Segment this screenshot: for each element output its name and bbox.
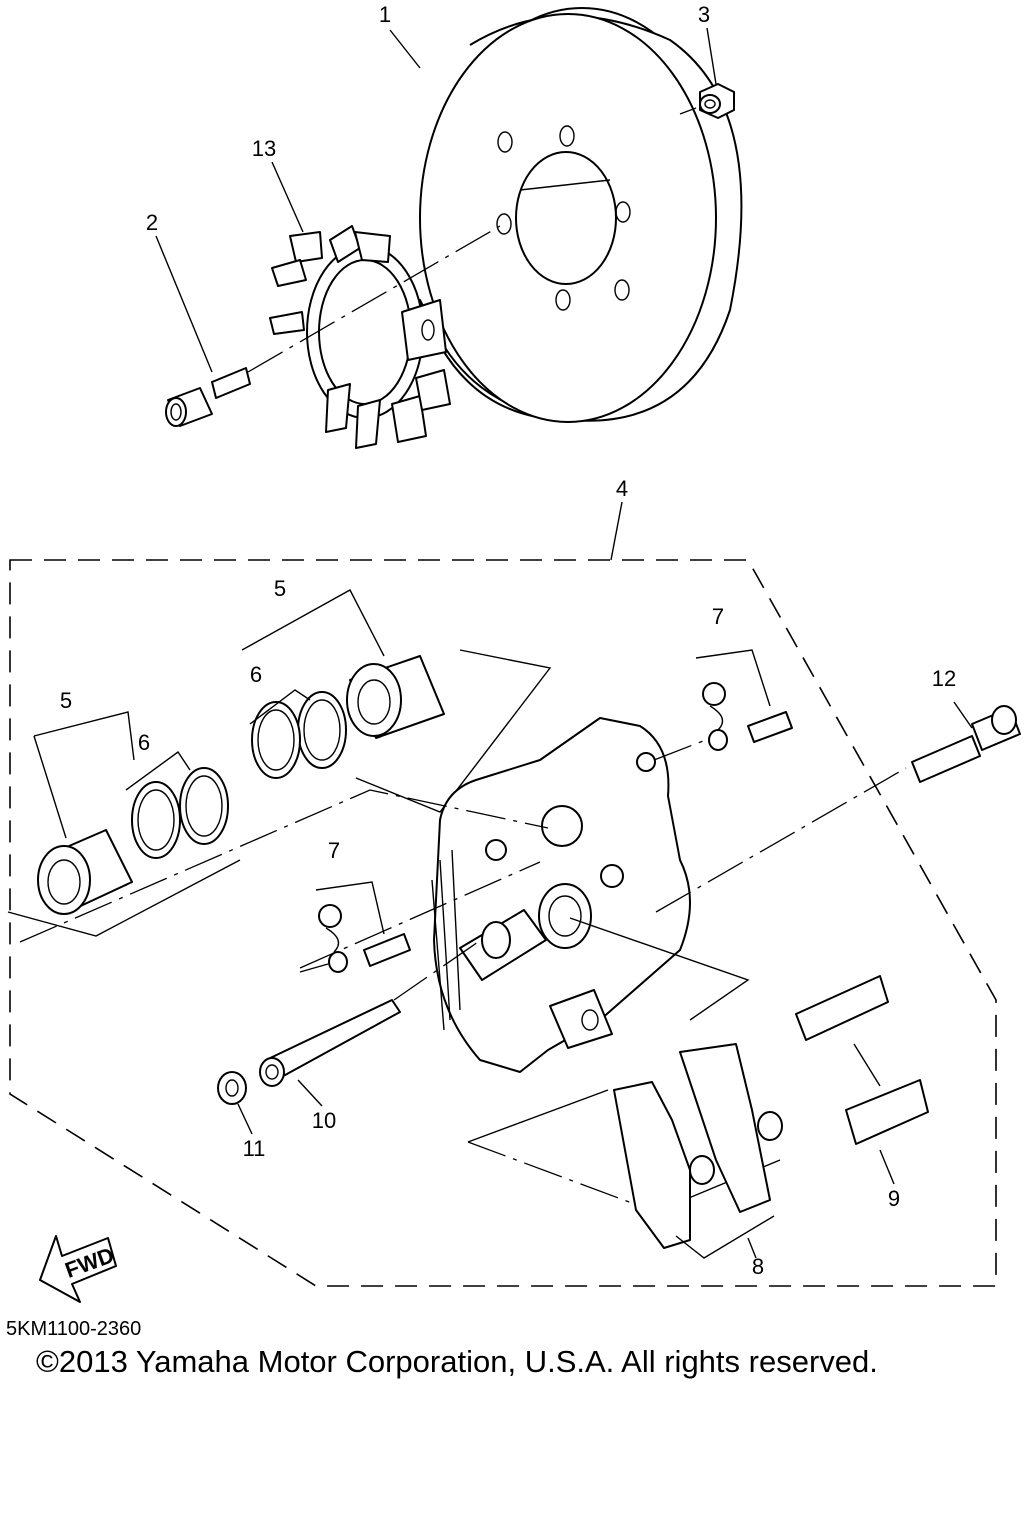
callout-6-upper: 6	[250, 662, 262, 687]
callout-7-upper: 7	[712, 604, 724, 629]
caliper-reference-lines	[19, 735, 907, 1207]
pad-pin	[259, 999, 401, 1107]
callout-8: 8	[752, 1254, 764, 1279]
centerline-disc-nut	[679, 107, 697, 115]
piston-set-lower	[7, 767, 241, 937]
diagram-part-code: 5KM1100-2360	[6, 1318, 142, 1340]
callout-5-lower: 5	[60, 688, 72, 713]
callout-5-upper: 5	[274, 576, 286, 601]
fwd-arrow-icon: FWD	[39, 1235, 117, 1303]
callout-numbers: 1 2 3 4 5 5 6 6 7 7 8 9 10 11 12 13	[60, 2, 956, 1279]
copyright-notice: ©2013 Yamaha Motor Corporation, U.S.A. A…	[36, 1344, 878, 1379]
disc-nut	[699, 83, 735, 119]
bracket-leaders-pistons	[33, 589, 385, 839]
callout-10: 10	[312, 1108, 336, 1133]
pad-spring	[795, 975, 929, 1185]
disc-guard-ring	[269, 225, 451, 449]
callout-12: 12	[932, 666, 956, 691]
callout-11: 11	[243, 1136, 266, 1161]
callout-3: 3	[698, 2, 710, 27]
bleeder-screw-upper	[695, 649, 793, 751]
caliper-body	[431, 717, 691, 1073]
disc-bolt	[165, 367, 251, 427]
callout-2: 2	[146, 210, 158, 235]
callout-1: 1	[379, 2, 391, 27]
callout-13: 13	[252, 136, 276, 161]
leader-lines-top	[155, 27, 717, 373]
bleeder-screw-lower	[299, 881, 411, 973]
callout-6-lower: 6	[138, 730, 150, 755]
centerline-disc-bolt	[247, 225, 501, 373]
brake-disc	[419, 7, 743, 423]
piston-set-upper	[251, 649, 552, 813]
leader-4	[610, 501, 623, 561]
callout-9: 9	[888, 1186, 900, 1211]
brake-pads	[613, 1043, 783, 1259]
caliper-mount-bolt	[911, 701, 1021, 783]
pin-plug	[217, 1071, 253, 1135]
callout-4: 4	[616, 476, 628, 501]
callout-7-lower: 7	[328, 838, 340, 863]
caliper-assembly-outline	[9, 559, 997, 1287]
